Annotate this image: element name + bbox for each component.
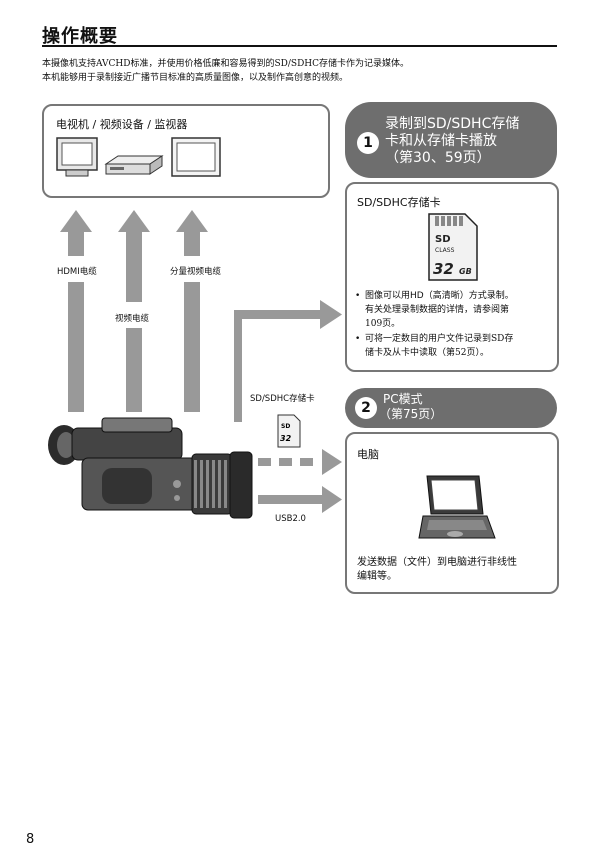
- section-2-number: 2: [355, 397, 377, 419]
- monitor-icon: [171, 137, 221, 177]
- page-title: 操作概要: [42, 26, 118, 47]
- section-1-header: 1 录制到SD/SDHC存储 卡和从存储卡播放 （第30、59页）: [345, 102, 557, 178]
- svg-text:SD: SD: [435, 234, 451, 245]
- section-2-line-2: （第75页）: [379, 407, 443, 421]
- section-1-number: 1: [357, 132, 379, 154]
- usb-label: USB2.0: [275, 514, 306, 524]
- pc-desc-line-2: 编辑等。: [357, 571, 397, 582]
- sd-bullet-1-line-2: 有关处理录制数据的详情，请参阅第: [365, 305, 510, 315]
- sd-capacity: 32: [433, 260, 454, 278]
- sd-bullet-1-line-3: 109页。: [365, 319, 401, 329]
- video-cable-label: 视频电缆: [115, 314, 150, 324]
- sd-bullet-1: •: [355, 291, 361, 301]
- title-rule: [42, 45, 557, 47]
- sd-card-icon: SD 32: [277, 414, 301, 448]
- sd-card-cable-label: SD/SDHC存储卡: [250, 394, 315, 404]
- section-1-line-2: 卡和从存储卡播放: [385, 133, 497, 149]
- sd-bullet-2-line-2: 储卡及从卡中读取（第52页）。: [365, 348, 489, 358]
- intro-line-2: 本机能够用于录制接近广播节目标准的高质量图像，以及制作高创意的视频。: [42, 73, 349, 83]
- sd-bullet-2: •: [355, 334, 361, 344]
- video-deck-icon: [104, 155, 164, 175]
- tv-devices-box: 电视机 / 视频设备 / 监视器: [42, 104, 330, 198]
- svg-text:CLASS: CLASS: [435, 247, 455, 254]
- devices-label: 电视机 / 视频设备 / 监视器: [56, 118, 188, 131]
- svg-text:SD: SD: [281, 423, 290, 430]
- sd-card-large-icon: SD CLASS 32 GB: [428, 213, 478, 281]
- sd-card-box: SD/SDHC存储卡 SD CLASS 32 GB • 图像可以用HD（高清晰）…: [345, 182, 559, 372]
- section-1-line-3: （第30、59页）: [385, 150, 491, 166]
- pc-desc-line-1: 发送数据（文件）到电脑进行非线性: [357, 557, 517, 568]
- sd-box-title: SD/SDHC存储卡: [357, 196, 441, 209]
- sd-unit: GB: [459, 267, 472, 276]
- sd-bullet-1-line-1: 图像可以用HD（高清晰）方式录制。: [365, 291, 514, 301]
- laptop-icon: [418, 475, 496, 539]
- camcorder-icon: [48, 417, 253, 519]
- hdmi-cable-label: HDMI电缆: [57, 267, 97, 277]
- pc-box: 电脑 发送数据（文件）到电脑进行非线性 编辑等。: [345, 432, 559, 594]
- sd-bullet-2-line-1: 可将一定数目的用户文件记录到SD存: [365, 334, 514, 344]
- pc-box-title: 电脑: [357, 448, 379, 461]
- intro-line-1: 本摄像机支持AVCHD标准，并使用价格低廉和容易得到的SD/SDHC存储卡作为记…: [42, 59, 410, 69]
- component-cable-label: 分量视频电缆: [170, 267, 222, 277]
- section-1-line-1: 录制到SD/SDHC存储: [385, 116, 520, 132]
- section-2-line-1: PC模式: [383, 392, 423, 406]
- section-2-header: 2 PC模式 （第75页）: [345, 388, 557, 428]
- page-number: 8: [26, 832, 35, 847]
- tv-icon: [56, 137, 98, 177]
- svg-text:32: 32: [280, 434, 292, 443]
